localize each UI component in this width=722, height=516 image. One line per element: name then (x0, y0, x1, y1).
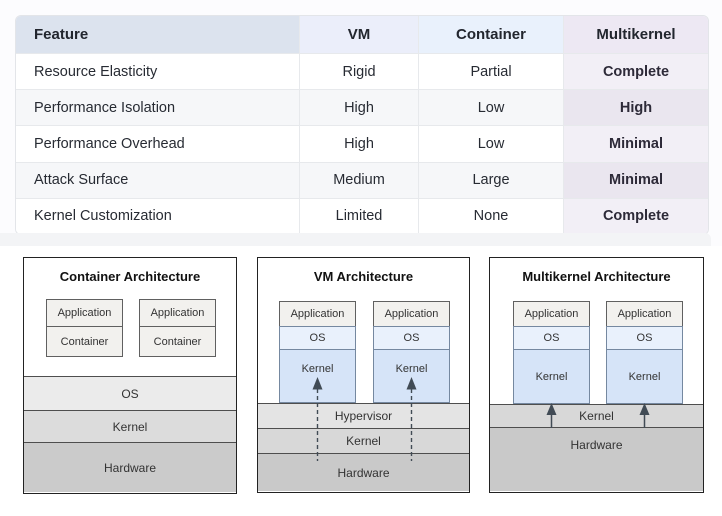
os-layer: OS (24, 376, 236, 410)
column-header-feature: Feature (16, 16, 299, 53)
table-cell: Limited (299, 197, 418, 234)
table-cell: None (418, 197, 563, 234)
table-cell: High (299, 89, 418, 126)
application-box: Application (279, 301, 356, 327)
table-cell: Attack Surface (16, 161, 299, 198)
table-cell: Resource Elasticity (16, 53, 299, 90)
kernel-layer: Kernel (258, 428, 469, 453)
hardware-layer: Hardware (24, 442, 236, 492)
table-cell: High (299, 125, 418, 162)
diagram-title: Container Architecture (59, 269, 201, 284)
table-cell: Medium (299, 161, 418, 198)
guest-os-box: OS (279, 326, 356, 350)
column-header-container: Container (418, 16, 563, 53)
diagram-title: Multikernel Architecture (522, 269, 671, 284)
comparison-table: Feature VM Container Multikernel Resourc… (15, 15, 709, 235)
container-box: Container (139, 326, 216, 357)
vm-stack-2: Application OS Kernel (373, 301, 450, 403)
application-box: Application (606, 301, 683, 327)
guest-kernel-box: Kernel (279, 349, 356, 403)
application-box: Application (513, 301, 590, 327)
hardware-layer: Hardware (490, 427, 703, 491)
hardware-layer: Hardware (258, 453, 469, 491)
table-cell: Rigid (299, 53, 418, 90)
multikernel-stack-1: Application OS Kernel (513, 301, 590, 404)
table-cell: High (563, 89, 708, 126)
multikernel-stack-2: Application OS Kernel (606, 301, 683, 404)
section-divider (0, 233, 711, 246)
multikernel-architecture-diagram: Multikernel Architecture Application OS … (489, 257, 704, 493)
table-cell: Low (418, 125, 563, 162)
table-cell: Low (418, 89, 563, 126)
container-architecture-diagram: Container Architecture Application Conta… (23, 257, 237, 494)
os-box: OS (513, 326, 590, 350)
kernel-box: Kernel (513, 349, 590, 404)
table-cell: Complete (563, 53, 708, 90)
hypervisor-layer: Hypervisor (258, 403, 469, 428)
application-box: Application (139, 299, 216, 327)
table-cell: Minimal (563, 161, 708, 198)
table-cell: Large (418, 161, 563, 198)
container-stack-2: Application Container (139, 299, 216, 357)
table-cell: Kernel Customization (16, 197, 299, 234)
column-header-vm: VM (299, 16, 418, 53)
kernel-layer: Kernel (490, 404, 703, 427)
table-cell: Minimal (563, 125, 708, 162)
vm-architecture-diagram: VM Architecture Application OS Kernel Ap… (257, 257, 470, 493)
guest-kernel-box: Kernel (373, 349, 450, 403)
guest-os-box: OS (373, 326, 450, 350)
table-cell: Partial (418, 53, 563, 90)
column-header-multikernel: Multikernel (563, 16, 708, 53)
kernel-layer: Kernel (24, 410, 236, 442)
vm-stack-1: Application OS Kernel (279, 301, 356, 403)
table-cell: Performance Isolation (16, 89, 299, 126)
table-cell: Performance Overhead (16, 125, 299, 162)
container-box: Container (46, 326, 123, 357)
table-cell: Complete (563, 197, 708, 234)
application-box: Application (46, 299, 123, 327)
application-box: Application (373, 301, 450, 327)
kernel-box: Kernel (606, 349, 683, 404)
diagram-title: VM Architecture (313, 269, 414, 284)
os-box: OS (606, 326, 683, 350)
container-stack-1: Application Container (46, 299, 123, 357)
